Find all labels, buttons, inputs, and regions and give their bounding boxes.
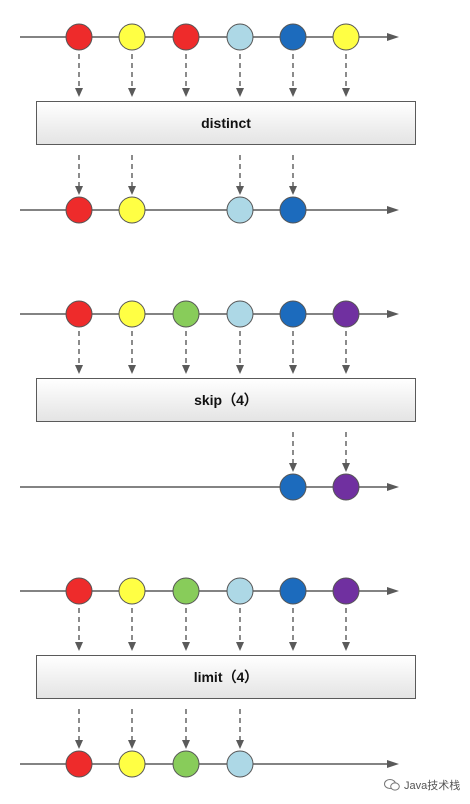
output-arrow-0-1-head bbox=[128, 186, 136, 195]
input-arrow-1-1-head bbox=[128, 365, 136, 374]
output-arrow-0-3-head bbox=[289, 186, 297, 195]
output-marble-2-1 bbox=[118, 750, 146, 778]
skip-operator-label: skip（4） bbox=[194, 392, 258, 408]
output-marble-2-2 bbox=[172, 750, 200, 778]
input-marble-1-4 bbox=[279, 300, 307, 328]
input-arrow-1-3-head bbox=[236, 365, 244, 374]
output-marble-0-3 bbox=[279, 196, 307, 224]
output-arrow-0-0-head bbox=[75, 186, 83, 195]
output-marble-0-1 bbox=[118, 196, 146, 224]
input-marble-1-5 bbox=[332, 300, 360, 328]
output-arrow-0-2-head bbox=[236, 186, 244, 195]
input-marble-0-5 bbox=[332, 23, 360, 51]
input-arrow-0-1-head bbox=[128, 88, 136, 97]
output-marble-2-0 bbox=[65, 750, 93, 778]
input-arrow-2-3-head bbox=[236, 642, 244, 651]
watermark: Java技术栈 bbox=[384, 777, 460, 793]
input-arrow-1-5-head bbox=[342, 365, 350, 374]
input-marble-0-0 bbox=[65, 23, 93, 51]
input-marble-0-1 bbox=[118, 23, 146, 51]
input-arrow-2-1-head bbox=[128, 642, 136, 651]
input-arrow-2-0-head bbox=[75, 642, 83, 651]
input-timeline-0-arrowhead bbox=[387, 33, 399, 41]
distinct-operator-label: distinct bbox=[201, 115, 251, 131]
input-marble-2-0 bbox=[65, 577, 93, 605]
output-arrow-2-0-head bbox=[75, 740, 83, 749]
input-timeline-1-arrowhead bbox=[387, 310, 399, 318]
input-marble-2-2 bbox=[172, 577, 200, 605]
input-arrow-2-5-head bbox=[342, 642, 350, 651]
input-marble-2-1 bbox=[118, 577, 146, 605]
input-arrow-0-4-head bbox=[289, 88, 297, 97]
output-marble-2-3 bbox=[226, 750, 254, 778]
output-arrow-2-2-head bbox=[182, 740, 190, 749]
input-arrow-1-0-head bbox=[75, 365, 83, 374]
output-arrow-2-3-head bbox=[236, 740, 244, 749]
output-timeline-1-arrowhead bbox=[387, 483, 399, 491]
output-marble-0-0 bbox=[65, 196, 93, 224]
limit-operator-label: limit（4） bbox=[193, 669, 259, 685]
input-marble-2-4 bbox=[279, 577, 307, 605]
input-marble-1-3 bbox=[226, 300, 254, 328]
input-arrow-1-4-head bbox=[289, 365, 297, 374]
output-marble-1-1 bbox=[332, 473, 360, 501]
input-marble-2-3 bbox=[226, 577, 254, 605]
input-arrow-2-4-head bbox=[289, 642, 297, 651]
output-marble-0-2 bbox=[226, 196, 254, 224]
limit-operator-box: limit（4） bbox=[36, 655, 416, 699]
output-timeline-0-arrowhead bbox=[387, 206, 399, 214]
input-arrow-0-0-head bbox=[75, 88, 83, 97]
input-arrow-0-3-head bbox=[236, 88, 244, 97]
output-arrow-1-1-head bbox=[342, 463, 350, 472]
output-timeline-2-arrowhead bbox=[387, 760, 399, 768]
output-arrow-1-0-head bbox=[289, 463, 297, 472]
input-marble-0-2 bbox=[172, 23, 200, 51]
input-marble-1-1 bbox=[118, 300, 146, 328]
input-marble-0-4 bbox=[279, 23, 307, 51]
input-arrow-0-5-head bbox=[342, 88, 350, 97]
wechat-icon bbox=[384, 779, 400, 791]
output-arrow-2-1-head bbox=[128, 740, 136, 749]
input-arrow-0-2-head bbox=[182, 88, 190, 97]
input-timeline-2-arrowhead bbox=[387, 587, 399, 595]
input-marble-2-5 bbox=[332, 577, 360, 605]
input-arrow-2-2-head bbox=[182, 642, 190, 651]
input-marble-1-2 bbox=[172, 300, 200, 328]
input-marble-0-3 bbox=[226, 23, 254, 51]
input-marble-1-0 bbox=[65, 300, 93, 328]
input-arrow-1-2-head bbox=[182, 365, 190, 374]
output-marble-1-0 bbox=[279, 473, 307, 501]
distinct-operator-box: distinct bbox=[36, 101, 416, 145]
skip-operator-box: skip（4） bbox=[36, 378, 416, 422]
watermark-text: Java技术栈 bbox=[404, 780, 461, 792]
